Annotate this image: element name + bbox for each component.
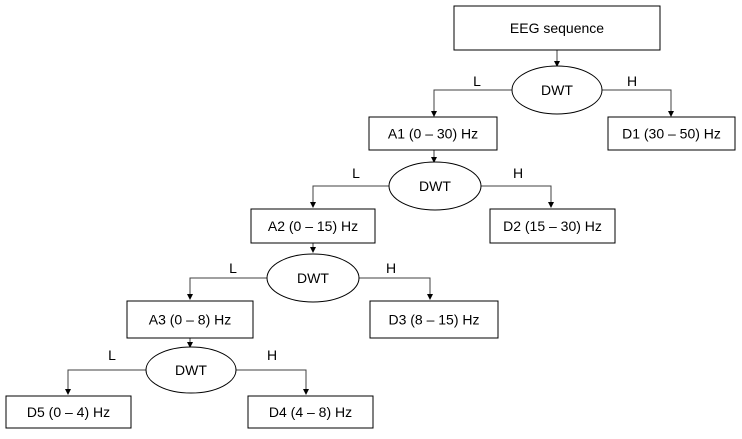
- low-label-3: L: [229, 260, 237, 276]
- detail-node-2: D2 (15 – 30) Hz: [489, 208, 616, 244]
- high-label-1: H: [627, 73, 637, 89]
- detail-node-1: D1 (30 – 50) Hz: [607, 116, 736, 151]
- dwt-node-1: DWT: [511, 65, 603, 115]
- low-branch-arrow-2: [310, 185, 389, 208]
- low-branch-arrow-4: [65, 369, 146, 395]
- approx-node-3: A3 (0 – 8) Hz: [126, 300, 254, 339]
- high-branch-arrow-2: [481, 185, 554, 208]
- low-branch-arrow-3: [187, 277, 267, 300]
- connectors: [65, 50, 674, 395]
- dwt-node-3: DWT: [266, 253, 360, 303]
- approx-label-1: A1 (0 – 30) Hz: [388, 126, 478, 142]
- dwt-label-1: DWT: [541, 82, 573, 98]
- approx-label-3: A3 (0 – 8) Hz: [149, 312, 231, 328]
- high-branch-arrow-4: [236, 369, 309, 395]
- dwt-label-4: DWT: [175, 362, 207, 378]
- dwt-node-4: DWT: [145, 346, 237, 394]
- low-label-2: L: [352, 165, 360, 181]
- approx-label-4: D5 (0 – 4) Hz: [27, 404, 110, 420]
- root-label: EEG sequence: [510, 20, 604, 36]
- low-label-4: L: [108, 347, 116, 363]
- approx-node-4: D5 (0 – 4) Hz: [5, 395, 132, 429]
- high-label-3: H: [386, 260, 396, 276]
- detail-label-2: D2 (15 – 30) Hz: [503, 218, 602, 234]
- detail-label-1: D1 (30 – 50) Hz: [622, 126, 721, 142]
- dwt-node-2: DWT: [388, 161, 482, 211]
- approx-node-2: A2 (0 – 15) Hz: [250, 208, 376, 244]
- approx-label-2: A2 (0 – 15) Hz: [268, 218, 358, 234]
- detail-label-3: D3 (8 – 15) Hz: [388, 312, 479, 328]
- low-label-1: L: [473, 73, 481, 89]
- high-branch-arrow-1: [602, 89, 674, 117]
- detail-label-4: D4 (4 – 8) Hz: [269, 404, 352, 420]
- approx-node-1: A1 (0 – 30) Hz: [368, 116, 498, 151]
- root-node: EEG sequence: [453, 5, 661, 51]
- detail-node-3: D3 (8 – 15) Hz: [369, 300, 499, 339]
- dwt-label-2: DWT: [419, 178, 451, 194]
- dwt-label-3: DWT: [297, 270, 329, 286]
- high-label-4: H: [267, 347, 277, 363]
- low-branch-arrow-1: [431, 89, 512, 117]
- detail-node-4: D4 (4 – 8) Hz: [247, 395, 374, 429]
- high-label-2: H: [513, 165, 523, 181]
- high-branch-arrow-3: [358, 277, 433, 300]
